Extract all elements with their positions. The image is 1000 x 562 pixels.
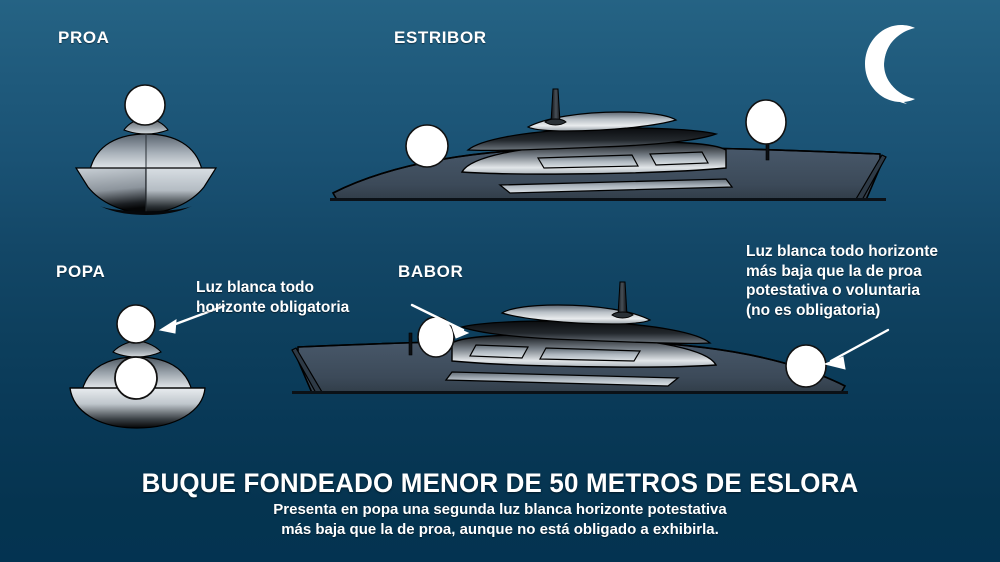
crescent-moon-icon	[865, 25, 915, 104]
pointer-arrow-icon	[823, 328, 890, 370]
annotation-line: Luz blanca todo	[196, 279, 314, 296]
annotation-line: más baja que la de proa	[746, 262, 922, 280]
label-babor: BABOR	[398, 262, 464, 281]
caption-title: BUQUE FONDEADO MENOR DE 50 METROS DE ESL…	[141, 468, 859, 498]
caption-subtitle-line: más baja que la de proa, aunque no está …	[281, 521, 719, 538]
caption-subtitle-line: Presenta en popa una segunda luz blanca …	[273, 501, 727, 518]
white-all-round-light-icon	[785, 344, 827, 388]
label-popa: POPA	[56, 262, 106, 281]
vessel-stern-view	[69, 340, 206, 429]
white-all-round-light-icon	[417, 316, 455, 358]
label-proa: PROA	[58, 28, 110, 47]
white-all-round-light-icon	[124, 84, 166, 126]
white-all-round-light-icon	[114, 356, 158, 400]
white-all-round-light-icon	[116, 304, 156, 344]
annotation-optional-light: Luz blanca todo horizonte más baja que l…	[746, 242, 938, 320]
white-all-round-light-icon	[405, 124, 449, 168]
label-estribor: ESTRIBOR	[394, 28, 487, 47]
annotation-line: horizonte obligatoria	[196, 298, 350, 316]
white-all-round-light-icon	[745, 99, 787, 145]
annotation-line: Luz blanca todo horizonte	[746, 243, 939, 260]
annotation-line: (no es obligatoria)	[746, 301, 881, 319]
light-group	[114, 84, 827, 400]
annotation-mandatory-light: Luz blanca todo horizonte obligatoria	[196, 278, 349, 317]
pointer-arrow-icon	[410, 303, 470, 339]
vessel-bow-view	[74, 117, 218, 215]
annotation-line: potestativa o voluntaria	[746, 282, 920, 299]
caption-subtitle: Presenta en popa una segunda luz blanca …	[0, 500, 1000, 540]
vessel-starboard-view	[330, 88, 887, 201]
